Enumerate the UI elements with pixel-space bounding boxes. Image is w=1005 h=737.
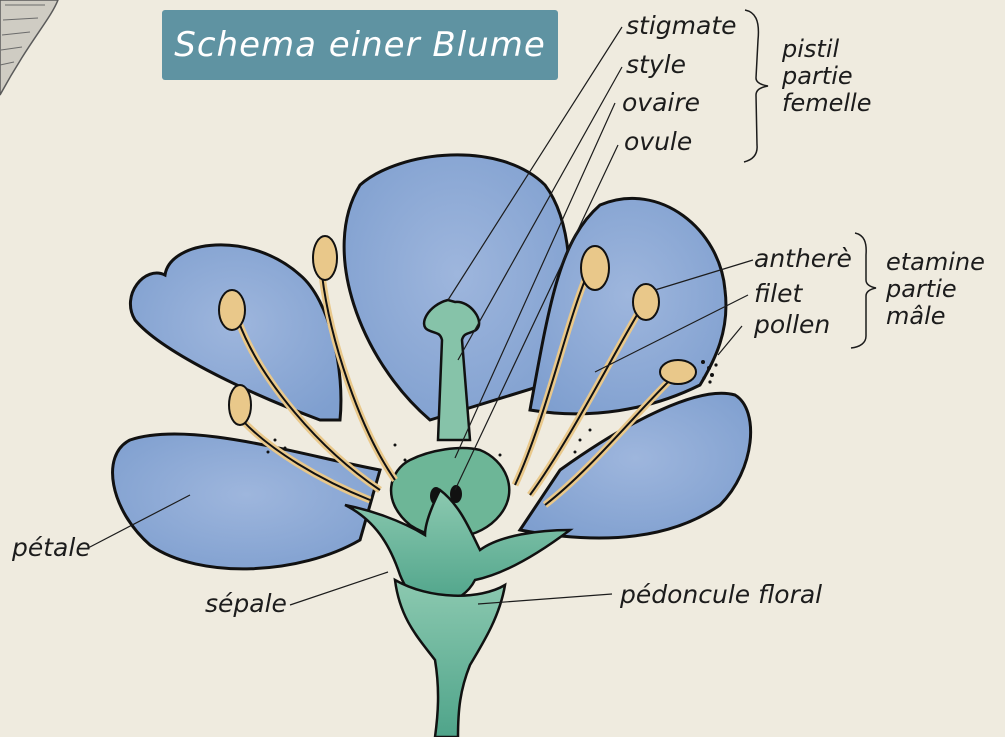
label-anthere: antherè: [754, 244, 852, 273]
group-etamine-line-2: partie: [885, 275, 957, 303]
label-petale: pétale: [11, 533, 91, 562]
petal-front-left: [113, 434, 380, 569]
label-stigmate: stigmate: [626, 11, 737, 40]
group-pistil-line-3: femelle: [782, 89, 871, 117]
etamine-brace: [851, 233, 876, 348]
group-pistil-line-1: pistil: [781, 35, 839, 63]
label-ovule: ovule: [624, 127, 692, 156]
corner-leaf-decoration: [0, 0, 58, 95]
group-etamine-line-1: etamine: [886, 248, 985, 276]
group-etamine-line-3: mâle: [886, 302, 946, 330]
group-pistil-line-2: partie: [781, 62, 853, 90]
title-banner: Schema einer Blume: [162, 10, 558, 80]
label-pedoncule: pédoncule floral: [619, 580, 822, 609]
label-ovaire: ovaire: [622, 88, 700, 117]
diagram-title: Schema einer Blume: [162, 10, 558, 80]
pistil-brace: [744, 10, 768, 162]
label-filet: filet: [754, 279, 803, 308]
label-sepale: sépale: [205, 589, 287, 618]
label-pollen: pollen: [753, 310, 830, 339]
label-style: style: [626, 50, 686, 79]
